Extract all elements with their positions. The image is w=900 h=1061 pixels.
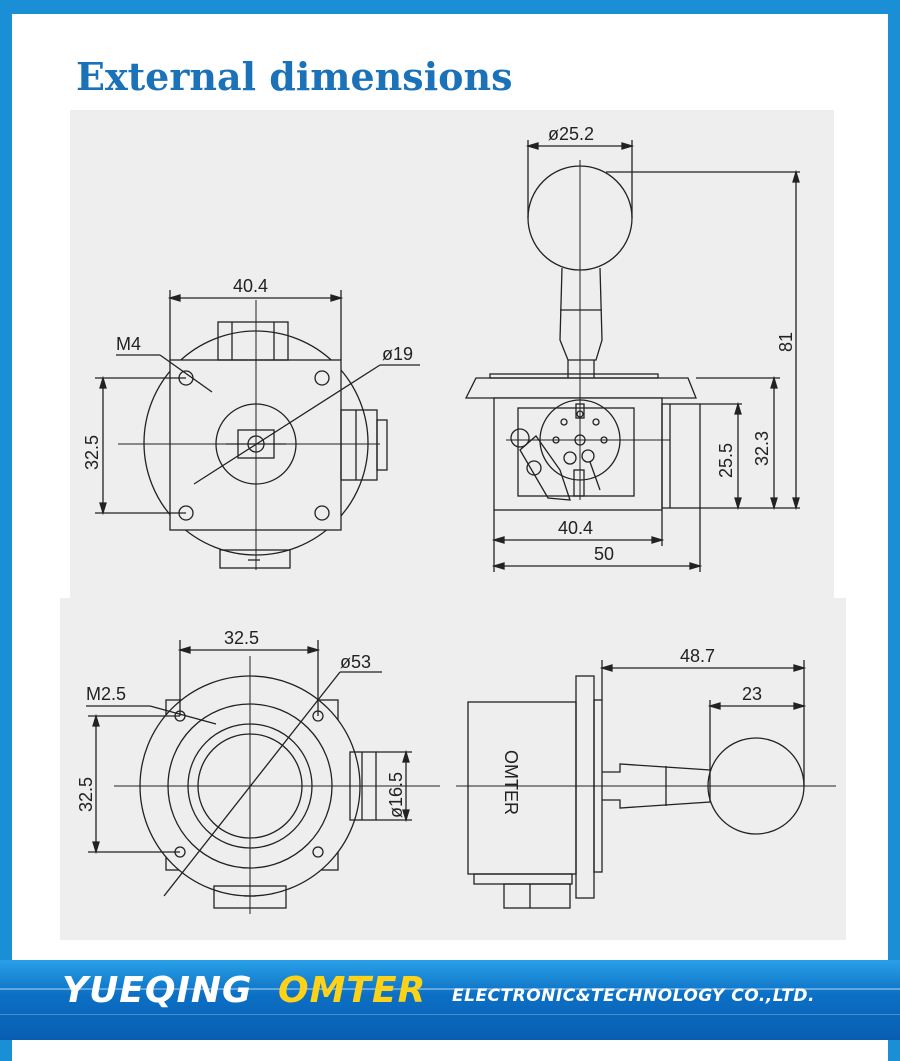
tr-overall-width-dim: 50 — [594, 544, 614, 564]
tr-ball-dim: ø25.2 — [548, 124, 594, 144]
bottom-left-view — [86, 640, 440, 914]
banner-streak — [0, 1014, 900, 1015]
tl-thread-label: M4 — [116, 334, 141, 354]
bl-connector-dim: ø16.5 — [386, 772, 406, 818]
tr-body-width-dim: 40.4 — [558, 518, 593, 538]
tl-height-dim: 32.5 — [82, 435, 102, 470]
company-name: ELECTRONIC&TECHNOLOGY CO.,LTD. — [452, 986, 815, 1006]
footer-banner — [0, 960, 900, 1040]
br-ball-dim: 23 — [742, 684, 762, 704]
tr-mid-height-dim: 25.5 — [716, 443, 736, 478]
top-right-view — [464, 140, 800, 572]
tr-total-height-dim: 81 — [776, 332, 796, 352]
tl-hole-dim: ø19 — [382, 344, 413, 364]
page-title: External dimensions — [76, 54, 513, 99]
top-left-view — [95, 290, 420, 570]
tr-body-height-dim: 32.3 — [752, 431, 772, 466]
bottom-right-view — [456, 660, 836, 909]
frame-edge — [888, 1040, 900, 1061]
br-length-dim: 48.7 — [680, 646, 715, 666]
frame-edge — [0, 1040, 12, 1061]
tl-width-dim: 40.4 — [233, 276, 268, 296]
brand-secondary: OMTER — [278, 970, 427, 1011]
bl-thread-label: M2.5 — [86, 684, 126, 704]
bottom-strip — [0, 1040, 900, 1061]
bl-spacing-dim: 32.5 — [224, 628, 259, 648]
bl-height-dim: 32.5 — [76, 777, 96, 812]
banner-streak — [0, 988, 900, 990]
brand-primary: YUEQING — [62, 970, 253, 1011]
br-body-text: OMTER — [501, 750, 521, 815]
bl-outer-dim: ø53 — [340, 652, 371, 672]
